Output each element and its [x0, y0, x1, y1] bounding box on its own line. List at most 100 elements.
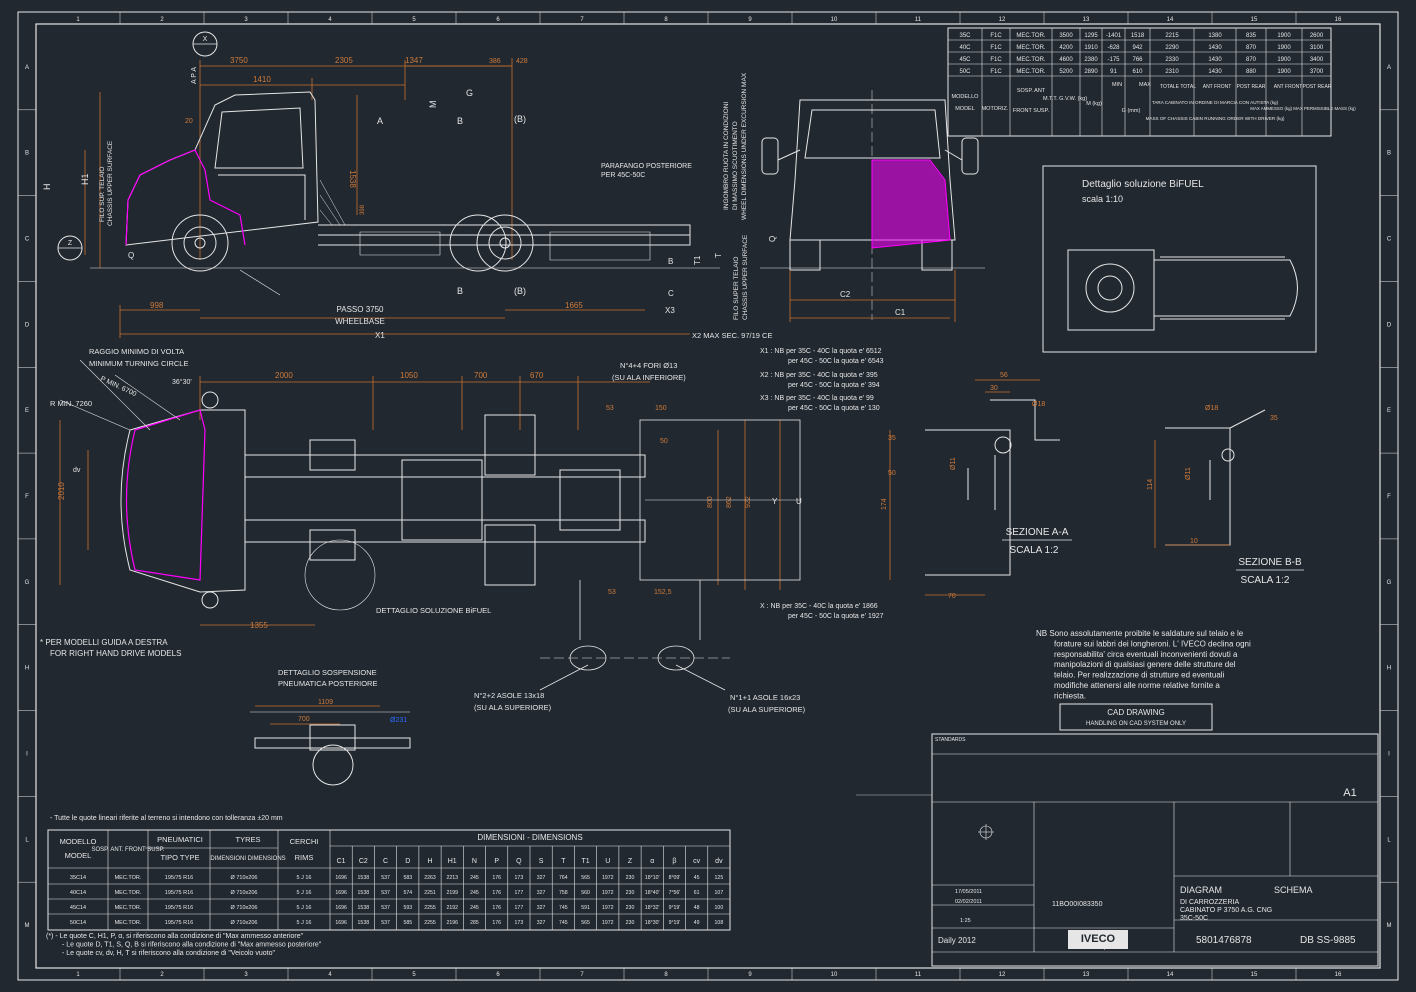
bt-cell: 45C14 [70, 905, 86, 911]
bt-cell: 1538 [358, 920, 370, 926]
bt-cell: Ø 710x206 [231, 905, 258, 911]
bt-cell: 574 [403, 890, 412, 896]
th-ant2: ANT FRONT [1274, 84, 1303, 90]
filo-label-2: CHASSIS UPPER SURFACE [107, 140, 114, 226]
border-row-label: E [25, 408, 29, 414]
note-x3b: per 45C - 50C la quota e' 130 [788, 405, 880, 412]
ingombro-1: INGOMBRO RUOTA IN CONDIZIONI [723, 102, 730, 210]
top-table-cell: 610 [1132, 69, 1143, 75]
sa-d11: Ø11 [950, 457, 957, 470]
bt-cell: MEC.TOR. [115, 920, 142, 926]
border-row-label: L [1387, 837, 1391, 843]
bt-cell: MEC.TOR. [115, 905, 142, 911]
label-q-front: Q [768, 236, 777, 242]
bt-cell: 245 [470, 905, 479, 911]
top-table-cell: 870 [1246, 57, 1257, 63]
dim-1665: 1665 [565, 301, 583, 310]
bt-cell: 49 [694, 920, 700, 926]
top-table-cell: 2600 [1310, 33, 1324, 39]
dim-2010: 2010 [57, 482, 66, 500]
note-x1b: per 45C - 50C la quota e' 6543 [788, 358, 884, 365]
sa-d56: 56 [1000, 372, 1008, 379]
bt-col-head: dv [715, 858, 723, 865]
bt-h-tipo: TIPO TYPE [160, 853, 199, 862]
dim-800: 800 [707, 496, 714, 508]
bifuel-detail-label: DETTAGLIO SOLUZIONE BiFUEL [376, 606, 491, 615]
bt-h-tyres: TYRES [235, 835, 260, 844]
fori-label-2: (SU ALA INFERIORE) [612, 373, 686, 382]
border-col-label: 3 [244, 972, 248, 978]
front-view: C2 C1 Q INGOMBRO RUOTA IN CONDIZIONI DI … [723, 72, 985, 322]
bt-cell: 5 J 16 [297, 875, 312, 881]
border-col-label: 10 [831, 972, 838, 978]
bt-cell: 327 [537, 920, 546, 926]
dim-670: 670 [530, 371, 544, 380]
guida-label-2: FOR RIGHT HAND DRIVE MODELS [50, 649, 181, 658]
footnote-line: (*) - Le quote C, H1, P, α, si riferisco… [46, 933, 304, 940]
bt-cell: 7°56' [669, 890, 681, 896]
bt-cell: 48 [694, 905, 700, 911]
bt-col-head: U [605, 858, 610, 865]
dim-386: 386 [489, 58, 501, 65]
bt-cell: 1972 [602, 905, 614, 911]
bt-cell: 1972 [602, 920, 614, 926]
top-table-cell: 2290 [1165, 45, 1179, 51]
th-model-en: MODEL [955, 106, 975, 112]
bt-cell: 1538 [358, 905, 370, 911]
top-table-cell: 5200 [1059, 69, 1073, 75]
tb-db: DB SS-9885 [1300, 935, 1356, 946]
bt-h-dimensioni: DIMENSIONI - DIMENSIONS [477, 833, 582, 842]
border-col-label: 13 [1083, 972, 1090, 978]
tb-scale: 1:25 [960, 918, 971, 924]
section-b-scale: SCALA 1:2 [1241, 575, 1290, 586]
bt-col-head: T [561, 858, 566, 865]
top-table-cell: 4600 [1059, 57, 1073, 63]
bt-cell: 195/75 R16 [165, 905, 193, 911]
tb-date1: 17/05/2011 [955, 889, 982, 895]
tb-company: Iveco SpA [1085, 945, 1110, 951]
dim-150: 150 [655, 405, 667, 412]
bt-h-pneum: PNEUMATICI [157, 835, 203, 844]
th-tara: TARA CABINATO IN ORDINE DI MARCIA CON AU… [1152, 100, 1279, 105]
bt-cell: MEC.TOR. [115, 890, 142, 896]
bt-cell: 2255 [424, 920, 436, 926]
top-table-cell: 2890 [1084, 69, 1098, 75]
th-max: MAX [1139, 82, 1151, 88]
note-x3a: X3 : NB per 35C - 40C la quota e' 99 [760, 395, 874, 402]
x2-label: X2 MAX SEC. 97/19 CE [692, 331, 772, 340]
dim-2000: 2000 [275, 371, 293, 380]
nb-line: forature sui labbri dei longheroni. L' I… [1054, 639, 1251, 648]
bt-cell: 1696 [335, 920, 347, 926]
top-table-cell: 870 [1246, 45, 1257, 51]
sosp-title-2: PNEUMATICA POSTERIORE [278, 679, 377, 688]
bt-cell: 18°32' [645, 905, 660, 911]
dim-700: 700 [474, 371, 488, 380]
border-col-label: 1 [76, 17, 80, 23]
th-ant: ANT FRONT [1203, 84, 1232, 90]
sosp-d1109: 1109 [318, 699, 333, 706]
tb-date2: 02/02/2011 [955, 899, 982, 905]
tb-desc1: DI CARROZZERIA [1180, 899, 1239, 906]
tb-desc3: 35C-50C [1180, 915, 1208, 922]
border-col-label: 9 [748, 17, 752, 23]
border-col-label: 4 [328, 17, 332, 23]
turning-label: MINIMUM TURNING CIRCLE [89, 359, 188, 368]
border-row-label: C [1387, 237, 1392, 243]
bt-col-head: P [494, 858, 499, 865]
filo-label: FILO SUP. TELAIO [99, 167, 106, 222]
border-col-label: 16 [1335, 17, 1342, 23]
border-row-label: B [1387, 151, 1391, 157]
th-total: TOTALE TOTAL [1160, 84, 1196, 90]
front-filo: FILO SUPER TELAIO [733, 257, 740, 320]
section-a-title: SEZIONE A-A [1006, 527, 1069, 538]
bt-col-head: β [672, 858, 676, 865]
label-c-side: C [668, 289, 674, 298]
tb-brand-logo: IVECO [1081, 933, 1116, 945]
label-bp-low: (B) [514, 286, 526, 296]
border-row-label: A [25, 65, 29, 71]
top-table-cell: 1900 [1277, 33, 1291, 39]
sosp-d231: Ø231 [390, 717, 407, 724]
label-x1: X1 [375, 331, 385, 340]
